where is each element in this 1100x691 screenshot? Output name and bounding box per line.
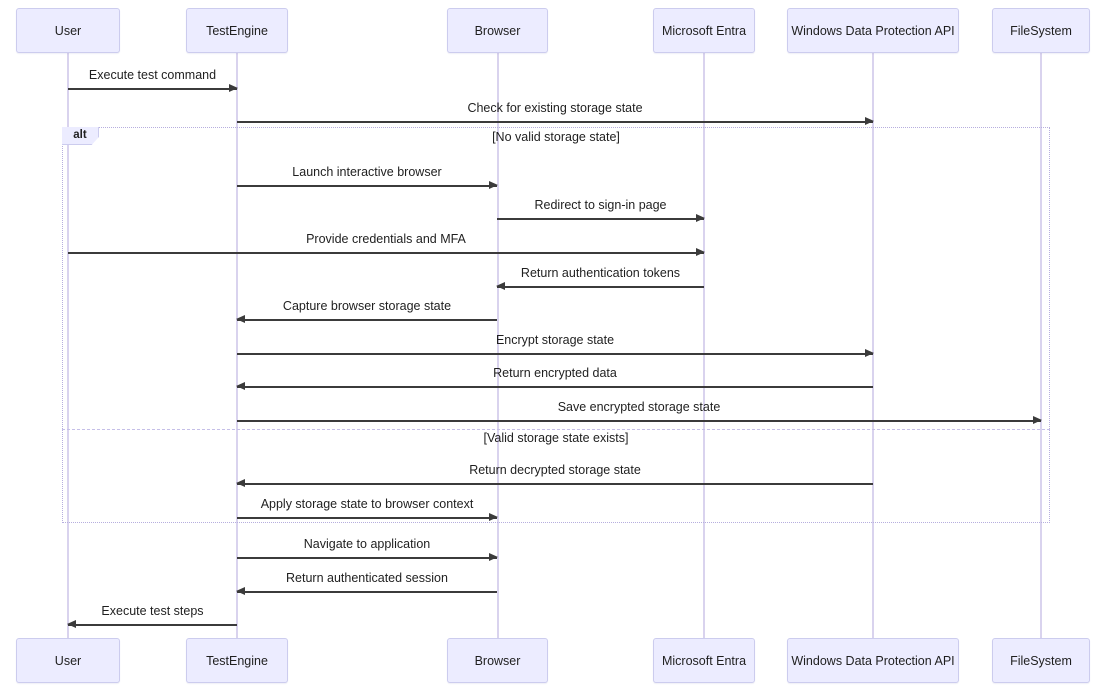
lifeline-filesystem xyxy=(1040,53,1042,638)
participant-windows-data-protection-api-top: Windows Data Protection API xyxy=(787,8,959,53)
participant-filesystem-top: FileSystem xyxy=(992,8,1090,53)
message-label: Return authentication tokens xyxy=(520,266,681,280)
participant-label: FileSystem xyxy=(1010,653,1072,668)
participant-label: TestEngine xyxy=(206,23,268,38)
participant-browser-top: Browser xyxy=(447,8,548,53)
arrowhead-left-icon xyxy=(236,587,245,596)
message-execute-test-command: Execute test command xyxy=(68,66,238,93)
message-return-authentication-tokens: Return authentication tokens xyxy=(496,264,704,291)
lifeline-microsoft-entra xyxy=(703,53,705,638)
message-apply-storage-state-to-browser-context: Apply storage state to browser context xyxy=(237,495,498,522)
message-label: Navigate to application xyxy=(303,537,431,551)
arrowhead-left-icon xyxy=(236,315,245,324)
lifeline-browser xyxy=(497,53,499,638)
message-label: Return authenticated session xyxy=(286,571,448,585)
arrowhead-right-icon xyxy=(489,553,498,562)
message-label: Redirect to sign-in page xyxy=(534,198,667,212)
message-execute-test-steps: Execute test steps xyxy=(67,602,237,629)
message-arrow xyxy=(236,315,497,324)
message-return-encrypted-data: Return encrypted data xyxy=(236,364,873,391)
message-arrow xyxy=(236,479,873,488)
message-navigate-to-application: Navigate to application xyxy=(237,535,498,562)
arrowhead-right-icon xyxy=(489,181,498,190)
lifeline-testengine xyxy=(236,53,238,638)
message-label: Return encrypted data xyxy=(493,366,617,380)
message-arrow xyxy=(237,416,1042,425)
participant-label: TestEngine xyxy=(206,653,268,668)
message-label: Capture browser storage state xyxy=(282,299,452,313)
arrowhead-left-icon xyxy=(496,282,505,291)
message-label: Return decrypted storage state xyxy=(469,463,641,477)
participant-label: User xyxy=(54,653,82,668)
participant-label: Windows Data Protection API xyxy=(791,653,955,668)
participant-label: Browser xyxy=(474,653,521,668)
message-arrow xyxy=(237,181,498,190)
participant-label: Browser xyxy=(474,23,521,38)
message-arrow xyxy=(237,349,874,358)
message-label: Check for existing storage state xyxy=(467,101,643,115)
message-arrow xyxy=(68,84,238,93)
lifeline-user xyxy=(67,53,69,638)
message-label: Encrypt storage state xyxy=(495,333,615,347)
participant-microsoft-entra-top: Microsoft Entra xyxy=(653,8,755,53)
message-arrow xyxy=(237,553,498,562)
lifeline-windows-data-protection-api xyxy=(872,53,874,638)
arrowhead-right-icon xyxy=(489,513,498,522)
arrowhead-right-icon xyxy=(865,349,874,358)
alt-condition-valid-storage-state-exists: [Valid storage state exists] xyxy=(483,431,629,445)
participant-browser-bottom: Browser xyxy=(447,638,548,683)
participant-testengine-bottom: TestEngine xyxy=(186,638,288,683)
message-arrow xyxy=(67,620,237,629)
participant-label: Windows Data Protection API xyxy=(791,23,955,38)
message-check-for-existing-storage-state: Check for existing storage state xyxy=(237,99,874,126)
arrowhead-left-icon xyxy=(236,382,245,391)
participant-label: User xyxy=(54,23,82,38)
message-return-authenticated-session: Return authenticated session xyxy=(236,569,497,596)
message-label: Execute test command xyxy=(88,68,217,82)
participant-label: Microsoft Entra xyxy=(661,653,747,668)
message-arrow xyxy=(236,382,873,391)
alt-condition-no-valid-storage-state: [No valid storage state] xyxy=(492,130,620,144)
message-save-encrypted-storage-state: Save encrypted storage state xyxy=(237,398,1042,425)
message-arrow xyxy=(497,214,705,223)
message-provide-credentials-and-mfa: Provide credentials and MFA xyxy=(68,230,705,257)
message-label: Apply storage state to browser context xyxy=(260,497,474,511)
participant-filesystem-bottom: FileSystem xyxy=(992,638,1090,683)
arrowhead-left-icon xyxy=(236,479,245,488)
message-arrow xyxy=(237,117,874,126)
message-label: Launch interactive browser xyxy=(292,165,442,179)
participant-user-bottom: User xyxy=(16,638,120,683)
participant-user-top: User xyxy=(16,8,120,53)
participant-microsoft-entra-bottom: Microsoft Entra xyxy=(653,638,755,683)
message-encrypt-storage-state: Encrypt storage state xyxy=(237,331,874,358)
message-return-decrypted-storage-state: Return decrypted storage state xyxy=(236,461,873,488)
alt-frame-label: alt xyxy=(62,127,99,145)
message-arrow xyxy=(496,282,704,291)
message-label: Provide credentials and MFA xyxy=(306,232,466,246)
message-label: Execute test steps xyxy=(101,604,204,618)
message-arrow xyxy=(236,587,497,596)
alt-frame xyxy=(62,127,1050,523)
participant-testengine-top: TestEngine xyxy=(186,8,288,53)
alt-section-divider xyxy=(62,429,1050,430)
participant-label: FileSystem xyxy=(1010,23,1072,38)
participant-label: Microsoft Entra xyxy=(661,23,747,38)
arrowhead-right-icon xyxy=(229,84,238,93)
arrowhead-right-icon xyxy=(865,117,874,126)
message-capture-browser-storage-state: Capture browser storage state xyxy=(236,297,497,324)
message-arrow xyxy=(68,248,705,257)
arrowhead-left-icon xyxy=(67,620,76,629)
message-arrow xyxy=(237,513,498,522)
message-redirect-to-sign-in-page: Redirect to sign-in page xyxy=(497,196,705,223)
participant-windows-data-protection-api-bottom: Windows Data Protection API xyxy=(787,638,959,683)
message-label: Save encrypted storage state xyxy=(557,400,721,414)
arrowhead-right-icon xyxy=(696,214,705,223)
arrowhead-right-icon xyxy=(696,248,705,257)
arrowhead-right-icon xyxy=(1033,416,1042,425)
message-launch-interactive-browser: Launch interactive browser xyxy=(237,163,498,190)
